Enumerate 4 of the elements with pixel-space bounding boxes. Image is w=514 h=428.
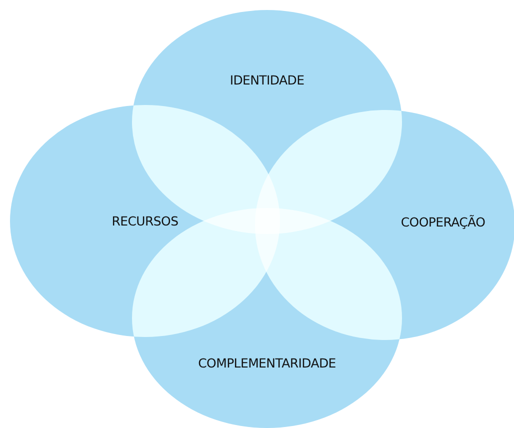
- set-label: COOPERAÇÃO: [400, 214, 486, 230]
- set-label: COMPLEMENTARIDADE: [198, 356, 336, 370]
- set-label: RECURSOS: [112, 214, 178, 228]
- set-label: IDENTIDADE: [230, 72, 304, 88]
